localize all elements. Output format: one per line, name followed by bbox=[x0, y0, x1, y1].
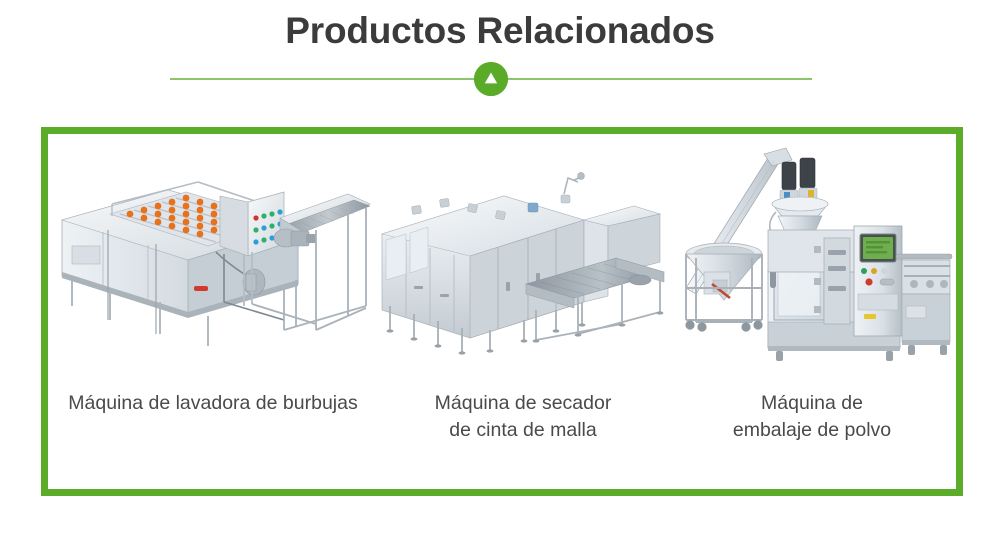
product-card[interactable]: Máquina de secador de cinta de malla bbox=[378, 134, 668, 489]
product-caption: Máquina de lavadora de burbujas bbox=[68, 392, 358, 414]
product-card[interactable]: Máquina de embalaje de polvo bbox=[668, 134, 956, 489]
product-caption: Máquina de embalaje de polvo bbox=[732, 392, 892, 441]
products-panel: Máquina de lavadora de burbujas bbox=[41, 127, 963, 496]
product-card-list: Máquina de lavadora de burbujas bbox=[48, 134, 956, 489]
section-header: Productos Relacionados bbox=[0, 0, 1000, 115]
divider bbox=[170, 62, 812, 96]
triangle-up-icon bbox=[474, 62, 508, 96]
bubble-washing-machine-photo bbox=[48, 134, 378, 384]
page-title: Productos Relacionados bbox=[285, 10, 715, 51]
product-caption: Máquina de secador de cinta de malla bbox=[434, 392, 612, 441]
product-card[interactable]: Máquina de lavadora de burbujas bbox=[48, 134, 378, 489]
powder-packaging-machine-photo bbox=[668, 134, 956, 384]
mesh-belt-dryer-photo bbox=[378, 134, 668, 384]
